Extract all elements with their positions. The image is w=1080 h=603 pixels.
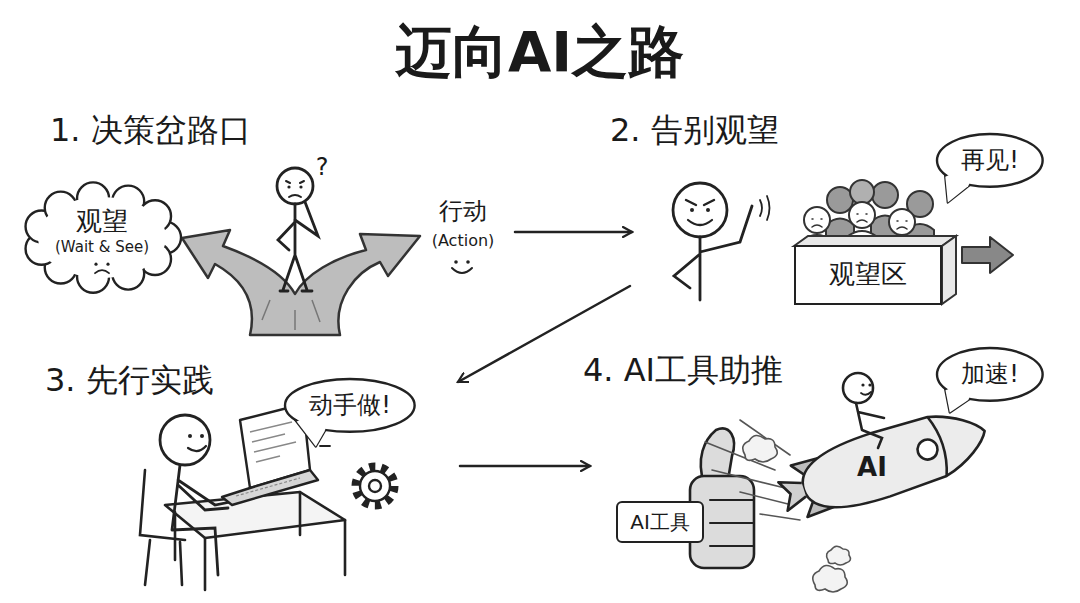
thinking-person [286,181,304,183]
rocket [794,400,995,521]
cloud-fill [38,197,166,278]
crowd [812,219,822,227]
thumb-cuff: AI工具 [616,501,704,543]
fork-road [182,230,420,335]
rider [868,383,871,386]
speech-bubble: 再见! [937,134,1043,187]
thinking-person [289,195,301,197]
rider [843,373,873,403]
node-text: 加速! [961,360,1019,389]
crowd [812,214,907,229]
exit-arrow [962,237,1013,273]
rider [856,403,884,448]
step-heading: 4. AI工具助推 [583,352,783,389]
laptop [236,478,300,496]
rider [843,373,884,448]
smile-face [454,260,458,264]
gear [356,467,394,505]
step-heading: 3. 先行实践 [45,362,214,399]
node-subtext: (Wait & See) [55,238,149,256]
sad-face [94,263,97,266]
waving-person [688,220,712,225]
smile-face [452,268,472,273]
flow-arrow [458,232,632,466]
box-depth [942,236,956,304]
node-text: AI工具 [630,510,690,534]
rider [861,392,871,395]
question-mark: ? [316,154,329,182]
thumb-up [710,500,754,546]
thinking-person [287,185,290,188]
gear [369,480,381,492]
rocket [778,475,808,510]
working-person [188,446,206,451]
working-person [160,415,210,465]
step-heading: 1. 决策岔路口 [50,112,251,149]
bubble-tail [297,418,327,446]
waving-person [673,183,727,237]
bubble-tail [946,387,971,412]
speed-lines [813,565,848,592]
thinking-person [277,168,318,291]
speech-bubble: 动手做! [285,379,415,432]
smile-face [452,260,472,273]
node-text: 观望 [55,206,149,237]
wait-zone-box: 观望区 [794,245,942,304]
speed-lines [743,435,778,462]
crowd [872,182,898,208]
working-person [172,465,240,575]
path-label: (Action) [432,232,495,250]
thinking-person [278,202,318,250]
gear [360,471,390,501]
rocket [773,400,995,528]
speed-lines [705,420,800,520]
path-label: 行动 [439,198,487,226]
crowd [889,209,915,235]
node-text: AI [857,452,887,483]
desk [165,492,345,590]
gear [356,467,394,505]
laptop [250,422,296,462]
flow-arrow [460,465,590,468]
cloud-shape: 观望(Wait & See) [25,184,179,291]
crowd [849,202,875,228]
node-text: 动手做! [309,391,391,420]
speed-lines [827,546,851,565]
rocket [915,437,940,462]
diagram-title: 迈向AI之路 [396,20,684,84]
sad-face [95,271,109,274]
crowd [804,207,830,233]
rider [861,383,864,386]
waving-person [706,208,710,212]
sad-face [106,263,109,266]
laptop [222,470,318,505]
waving-person [674,206,752,300]
waving-person [690,208,694,212]
working-person [200,434,204,438]
fork-road [182,230,420,335]
waving-person [686,200,714,205]
fork-road [262,300,320,330]
speech-bubble: 加速! [937,348,1043,401]
flow-arrow [515,231,632,234]
waving-person [673,183,770,300]
crowd [897,221,907,229]
working-person [188,434,192,438]
crowd [857,214,867,222]
rocket-label: AI [851,450,893,485]
box-depth [794,236,956,304]
bubble-tail [945,173,971,202]
node-text: 再见! [961,146,1019,175]
crowd [850,180,874,204]
step-heading: 2. 告别观望 [610,112,779,149]
thinking-person [299,185,302,188]
exit-arrow [962,237,1013,273]
waving-person [760,196,770,220]
node-text: 观望区 [816,259,920,290]
thinking-person [277,168,313,204]
smile-face [466,260,470,264]
